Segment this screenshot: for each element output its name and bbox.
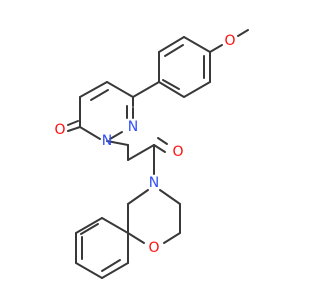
bond (127, 189, 149, 205)
amide-oxygen-label: O (172, 144, 183, 160)
bond (209, 44, 223, 53)
bond (183, 36, 211, 53)
bond (109, 131, 123, 140)
ring-carbonyl-oxygen-label: O (54, 122, 65, 138)
bond (237, 29, 249, 37)
bond (158, 36, 185, 53)
bond (183, 81, 211, 98)
bond (67, 120, 79, 126)
methoxy-oxygen-label: O (224, 33, 235, 49)
bond (75, 262, 103, 279)
bond (101, 262, 129, 279)
ring-nitrogen-2-label: N (102, 133, 112, 149)
bond (158, 81, 185, 98)
bond (75, 217, 103, 234)
bond (101, 217, 129, 234)
morpholine-oxygen-label: O (148, 240, 159, 256)
bond (79, 81, 108, 98)
bond (132, 81, 160, 98)
bond (163, 232, 181, 244)
bond (127, 232, 145, 244)
bond (67, 126, 81, 132)
bond (80, 223, 99, 235)
bond (153, 144, 166, 153)
bond (164, 44, 184, 57)
ring-nitrogen-1-label: N (128, 119, 138, 135)
bond (79, 126, 101, 140)
molecule-structure: O O N N O N O (54, 29, 249, 279)
bond (106, 140, 129, 146)
bond (159, 189, 181, 205)
bond (127, 144, 155, 161)
bond (90, 89, 109, 101)
bond (162, 79, 180, 90)
atom-labels: O O N N O N O (54, 33, 235, 256)
bond (101, 259, 121, 272)
bond (106, 81, 134, 98)
morpholine-nitrogen-label: N (149, 175, 159, 191)
bond (157, 137, 168, 145)
bonds (67, 29, 249, 279)
